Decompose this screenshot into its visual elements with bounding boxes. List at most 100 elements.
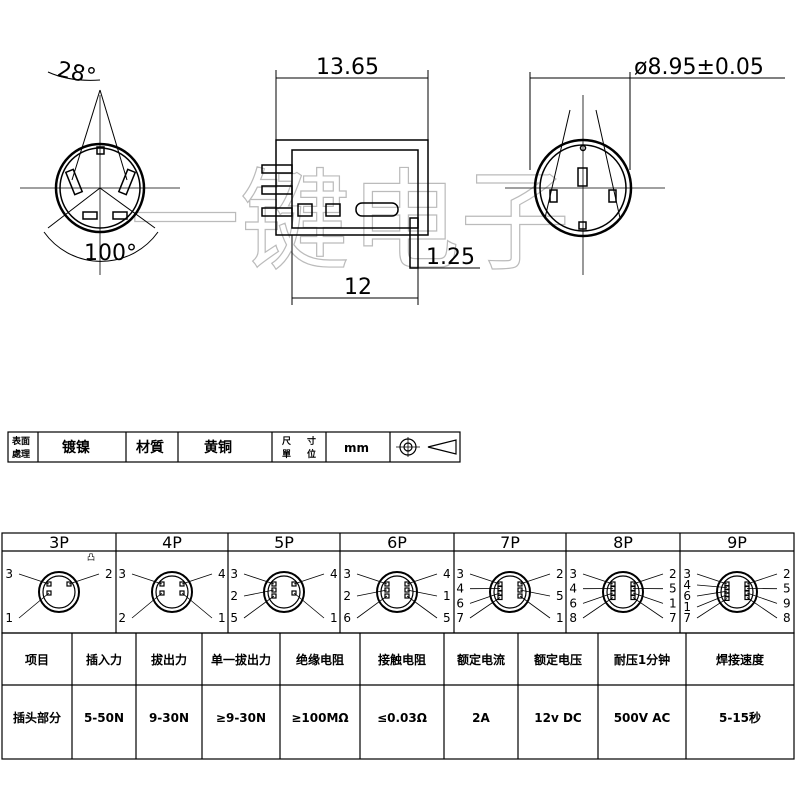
pin-number: 7: [456, 611, 464, 625]
pinout-inner: [43, 576, 75, 608]
angle-ray-tl: [72, 90, 100, 180]
spec-outline: [2, 633, 794, 759]
pin-number: 2: [118, 611, 126, 625]
pin-number: 4: [456, 582, 464, 596]
spec-table: [2, 633, 794, 759]
pin-number: 4: [218, 567, 226, 581]
pinout-diagram-5P: [244, 572, 324, 618]
pin-label: 1.25: [426, 245, 475, 270]
pinout-diagram-3P: [19, 572, 99, 618]
pin-number: 2: [343, 589, 351, 603]
pin-number: 8: [569, 611, 577, 625]
pinout-label-3P: 3P: [49, 533, 69, 552]
spec-header: 绝缘电阻: [296, 652, 344, 667]
pin-number: 1: [669, 596, 677, 610]
pin-number: 5: [783, 582, 791, 596]
angle-ray-tr: [100, 90, 127, 180]
spec-header: 额定电压: [534, 652, 582, 667]
pin-number: 9: [783, 596, 791, 610]
spec-value: ≥100MΩ: [291, 711, 348, 725]
pinout-inner: [607, 576, 639, 608]
spec-header: 耐压1分钟: [614, 652, 670, 667]
pin-number: 1: [218, 611, 226, 625]
pin-number: 3: [343, 567, 351, 581]
rear-center-pin: [578, 168, 587, 186]
spec-header: 焊接速度: [716, 652, 765, 667]
pin-number: 4: [330, 567, 338, 581]
pinout-shell: [152, 572, 192, 612]
pin-number: 3: [5, 567, 13, 581]
pin-number: 7: [683, 611, 691, 625]
surface-value: 镀镍: [62, 439, 90, 456]
pin-number: 7: [669, 611, 677, 625]
spec-header: 插入力: [86, 652, 122, 667]
angle-top-label: 28°: [55, 57, 98, 90]
pinout-label-8P: 8P: [613, 533, 633, 552]
spec-value: 2A: [472, 711, 490, 725]
watermark: 一键电子: [130, 158, 570, 286]
spec-header: 额定电流: [457, 652, 505, 667]
pin-number: 5: [230, 611, 238, 625]
pin-number: 2: [105, 567, 113, 581]
pin-number: 6: [569, 596, 577, 610]
surface-label-2: 處理: [12, 448, 30, 460]
rear-pin-b: [579, 222, 586, 229]
pinout-shell: [39, 572, 79, 612]
surface-label-1: 表面: [11, 435, 30, 447]
angle-bottom-label: 100°: [84, 241, 137, 266]
pin-number: 2: [230, 589, 238, 603]
length-label: 13.65: [316, 55, 379, 80]
spec-header: 项目: [25, 653, 49, 667]
depth-label: 12: [344, 275, 372, 300]
pin-number: 1: [5, 611, 13, 625]
pin-number: 2: [556, 567, 564, 581]
dim-label-2: 單位: [282, 448, 332, 460]
pin-number: 2: [669, 567, 677, 581]
pinout-label-4P: 4P: [162, 533, 182, 552]
pin-number: 1: [330, 611, 338, 625]
pin-number: 3: [118, 567, 126, 581]
pin-number: 4: [443, 567, 451, 581]
pinout-label-5P: 5P: [274, 533, 294, 552]
spec-header: 拔出力: [151, 652, 187, 667]
pinout-label-9P: 9P: [727, 533, 747, 552]
pin-slot-br: [113, 212, 127, 219]
watermark-text: 一键电子: [130, 158, 570, 286]
pin-number: 1: [556, 611, 564, 625]
pin-number: 1: [443, 589, 451, 603]
pinout-label-7P: 7P: [500, 533, 520, 552]
pin-number: 2: [783, 567, 791, 581]
spec-value: 插头部分: [13, 710, 61, 725]
pinout-shell: [377, 572, 417, 612]
pin-number: 4: [569, 582, 577, 596]
pin-number: 6: [456, 596, 464, 610]
spec-value: 12v DC: [534, 711, 582, 725]
pin-number: 5: [556, 589, 564, 603]
spec-value: 5-15秒: [719, 710, 761, 725]
spec-value: 5-50N: [84, 711, 124, 725]
material-value: 黄铜: [204, 439, 232, 456]
pinout-shell: [264, 572, 304, 612]
unit-value: mm: [344, 441, 369, 455]
pinout-inner: [156, 576, 188, 608]
pinout-shell: [603, 572, 643, 612]
spec-header: 接触电阻: [378, 652, 426, 667]
diameter-label: ø8.95±0.05: [634, 55, 764, 80]
pin-slot-bl: [83, 212, 97, 219]
rear-ray-r: [596, 110, 620, 218]
spec-value: ≥9-30N: [216, 711, 266, 725]
pinout-inner: [721, 576, 753, 608]
spec-value: 500V AC: [614, 711, 671, 725]
spec-value: 9-30N: [149, 711, 189, 725]
pinout-diagram-8P: [583, 572, 663, 618]
spec-header: 单一拔出力: [211, 652, 271, 667]
projection-cone: [428, 440, 456, 454]
pinout-shell: [490, 572, 530, 612]
dim-label-1: 尺寸: [282, 435, 332, 447]
pinout-diagram-9P: [697, 572, 777, 618]
pin-number: 5: [669, 582, 677, 596]
